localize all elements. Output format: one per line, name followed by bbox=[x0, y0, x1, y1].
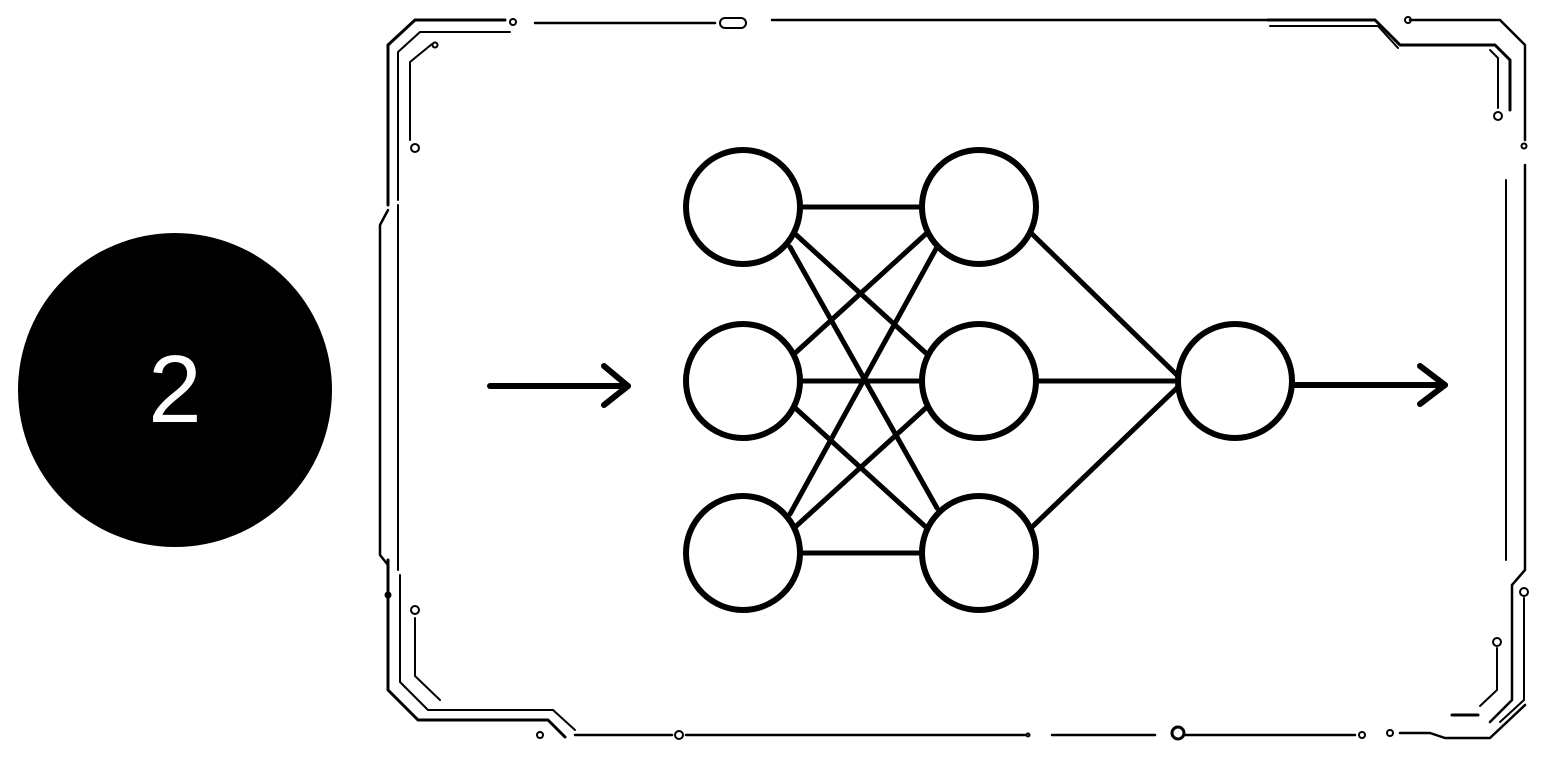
connection bbox=[790, 229, 931, 358]
step-badge: 2 bbox=[18, 233, 332, 547]
frame-top-right-stub bbox=[1489, 49, 1499, 109]
hidden-node-2 bbox=[919, 321, 1039, 441]
frame-bottom-left-stub bbox=[414, 617, 441, 701]
frame-node bbox=[674, 730, 684, 740]
connection bbox=[1027, 229, 1183, 381]
frame-bottom-left-inner bbox=[399, 574, 576, 731]
hidden-node-1 bbox=[919, 147, 1039, 267]
connection bbox=[790, 403, 931, 532]
frame-node bbox=[1386, 729, 1394, 737]
step-number: 2 bbox=[148, 336, 202, 443]
frame-node bbox=[1492, 637, 1502, 647]
output-arrow bbox=[1289, 363, 1448, 407]
frame-node bbox=[536, 731, 544, 739]
frame-top-left-trace bbox=[386, 18, 507, 207]
input-node-2 bbox=[683, 321, 803, 441]
nodes bbox=[683, 147, 1295, 613]
frame-left-edge bbox=[378, 208, 390, 567]
connection bbox=[1027, 382, 1183, 532]
frame-node-large bbox=[1170, 725, 1186, 741]
frame-right-edge bbox=[1488, 163, 1527, 724]
frame-top-right-trace-outer bbox=[1269, 25, 1399, 49]
frame-top-right-trace bbox=[1266, 18, 1512, 112]
frame-bottom-left-trace bbox=[386, 558, 567, 739]
connections-output bbox=[1027, 229, 1183, 532]
frame-top-left-trace-inner bbox=[397, 31, 511, 201]
frame-node bbox=[1493, 111, 1503, 121]
frame-node bbox=[1520, 142, 1528, 150]
connections-hidden bbox=[787, 204, 940, 556]
frame-node bbox=[1025, 732, 1031, 738]
frame-node bbox=[1519, 587, 1529, 597]
frame-top-pad bbox=[719, 17, 747, 29]
frame-node bbox=[410, 143, 420, 153]
frame-bottom-right-segment bbox=[1398, 703, 1527, 740]
frame-right-stub-2 bbox=[1479, 647, 1498, 707]
frame-node bbox=[384, 591, 392, 599]
frame-node bbox=[1358, 731, 1366, 739]
input-node-3 bbox=[683, 493, 803, 613]
connection bbox=[787, 244, 940, 517]
frame-top-right-trace-edge bbox=[1408, 18, 1527, 142]
frame-node bbox=[509, 18, 517, 26]
frame-node bbox=[1404, 16, 1412, 24]
frame-top-left-trace-stub bbox=[409, 43, 433, 141]
input-arrow-head bbox=[601, 363, 631, 408]
frame-right-stub bbox=[1499, 597, 1525, 723]
frame-node bbox=[410, 605, 420, 615]
input-arrow bbox=[487, 363, 631, 408]
circuit-frame bbox=[378, 16, 1529, 741]
output-arrow-head bbox=[1417, 363, 1448, 407]
frame-node bbox=[431, 41, 439, 49]
output-node bbox=[1175, 321, 1295, 441]
hidden-node-3 bbox=[919, 493, 1039, 613]
input-node-1 bbox=[683, 147, 803, 267]
